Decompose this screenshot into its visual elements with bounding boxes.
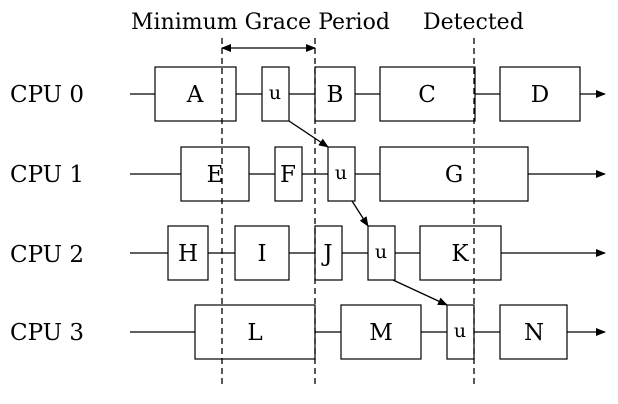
propagation-arrow-cpu1-to-cpu2 [351, 200, 369, 227]
cpu-label: CPU 1 [10, 162, 84, 188]
box-u-cpu2: u [367, 225, 396, 281]
svg-text:u: u [269, 82, 281, 104]
box-F: F [274, 146, 303, 202]
svg-text:B: B [327, 82, 344, 108]
svg-text:N: N [524, 320, 544, 346]
box-u-cpu1: u [327, 146, 356, 202]
box-u-cpu0: u [261, 66, 290, 122]
box-K: K [419, 225, 502, 281]
svg-text:D: D [531, 82, 549, 108]
box-D: D [499, 66, 581, 122]
svg-text:u: u [335, 162, 347, 184]
box-E: E [180, 146, 250, 202]
box-B: B [314, 66, 356, 122]
box-J: J [314, 225, 343, 281]
box-C: C [379, 66, 476, 122]
box-u-cpu3: u [446, 304, 475, 360]
svg-text:C: C [418, 82, 436, 108]
svg-text:L: L [247, 320, 262, 346]
cpu-label: CPU 3 [10, 320, 84, 346]
svg-text:u: u [375, 241, 387, 263]
detected-label: Detected [423, 10, 524, 35]
box-A: A [154, 66, 237, 122]
propagation-arrow-cpu2-to-cpu3 [392, 279, 448, 306]
svg-text:I: I [257, 241, 266, 267]
grace-period-label: Minimum Grace Period [131, 10, 390, 35]
box-N: N [499, 304, 568, 360]
propagation-arrow-cpu0-to-cpu1 [288, 120, 329, 148]
box-G: G [379, 146, 529, 202]
cpu-row-2: CPU 2 H I J u K [10, 225, 606, 281]
cpu-label: CPU 2 [10, 242, 84, 268]
cpu-row-3: CPU 3 L M u N [10, 304, 606, 360]
svg-text:u: u [454, 320, 466, 342]
box-I: I [234, 225, 290, 281]
cpu-label: CPU 0 [10, 82, 84, 108]
box-M: M [340, 304, 422, 360]
cpu-row-1: CPU 1 E F u G [10, 146, 606, 202]
svg-text:M: M [369, 320, 393, 346]
svg-text:A: A [186, 82, 204, 108]
svg-text:F: F [280, 162, 296, 188]
svg-text:E: E [207, 162, 224, 188]
svg-text:J: J [321, 241, 332, 267]
svg-text:H: H [178, 241, 198, 267]
svg-text:K: K [451, 241, 469, 267]
cpu-row-0: CPU 0 A u B C D [10, 66, 606, 122]
box-L: L [194, 304, 316, 360]
box-H: H [167, 225, 209, 281]
svg-text:G: G [445, 162, 463, 188]
